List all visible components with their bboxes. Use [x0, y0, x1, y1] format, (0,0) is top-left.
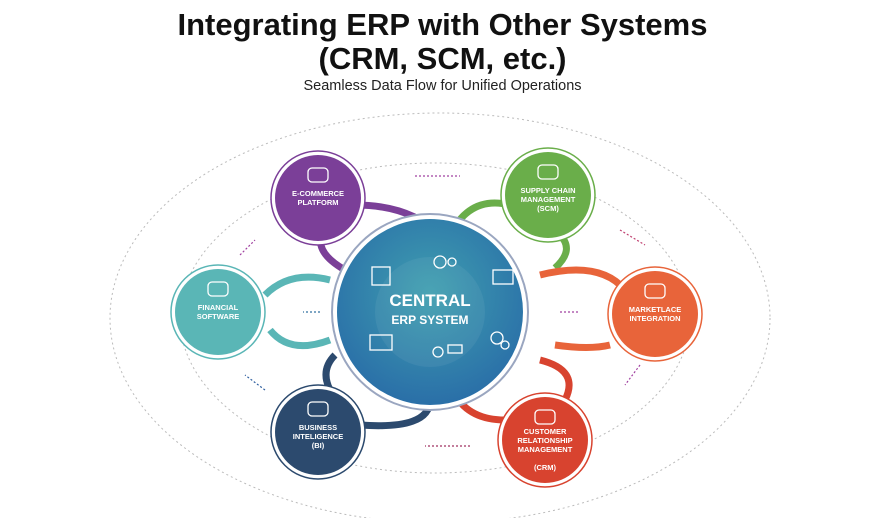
node-circle: [505, 152, 591, 238]
page-title-line2: (CRM, SCM, etc.): [318, 41, 567, 76]
central-erp-system[interactable]: CENTRAL ERP SYSTEM: [331, 213, 529, 411]
settings-icon: [490, 331, 504, 345]
node-circle: [502, 397, 588, 483]
node-label: MANAGEMENT: [521, 195, 576, 204]
node-label: SUPPLY CHAIN: [520, 186, 575, 195]
outer-dotted-ring: [109, 112, 771, 518]
node-circle: [612, 271, 698, 357]
dotted-flow-arrows: [239, 175, 646, 447]
arrow-crm: [539, 356, 573, 402]
database-icon: [307, 401, 329, 417]
node-label: (BI): [312, 441, 325, 450]
node-label: MANAGEMENT: [518, 445, 573, 454]
node-label: (CRM): [534, 463, 557, 472]
chart-icon: [492, 269, 514, 285]
gears-icon: [433, 255, 447, 269]
node-label: BUSINESS: [299, 423, 337, 432]
center-label-1: CENTRAL: [389, 291, 470, 310]
node-circle: [275, 389, 361, 475]
node-label: E-COMMERCE: [292, 189, 344, 198]
node-label: CUSTOMER: [524, 427, 567, 436]
node-label: INTELIGENCE: [293, 432, 343, 441]
page-title: Integrating ERP with Other Systems: [177, 7, 708, 42]
arrow-market: [539, 266, 628, 293]
node-label: FINANCIAL: [198, 303, 239, 312]
center-label-2: ERP SYSTEM: [391, 313, 468, 327]
user-chat-icon: [432, 346, 444, 358]
node-circle: [175, 269, 261, 355]
subtitle: Seamless Data Flow for Unified Operation…: [303, 78, 582, 94]
users-icon: [534, 409, 556, 425]
node-label: MARKETLACE: [629, 305, 682, 314]
arrow-market-return: [554, 341, 611, 351]
analytics-icon: [369, 334, 393, 351]
calculator-icon: [207, 281, 229, 297]
arrow-fin-return: [267, 327, 332, 350]
node-circle: [275, 155, 361, 241]
node-label: (SCM): [537, 204, 559, 213]
document-icon: [371, 266, 391, 286]
node-label: PLATFORM: [297, 198, 338, 207]
truck-icon: [537, 164, 559, 180]
node-label: INTEGRATION: [629, 314, 680, 323]
cloud-icon: [307, 167, 329, 183]
cart-icon: [644, 283, 666, 299]
node-label: SOFTWARE: [197, 312, 240, 321]
node-label: RELATIONSHIP: [517, 436, 572, 445]
arrow-fin: [262, 273, 331, 298]
arrow-bi-return: [322, 352, 338, 392]
